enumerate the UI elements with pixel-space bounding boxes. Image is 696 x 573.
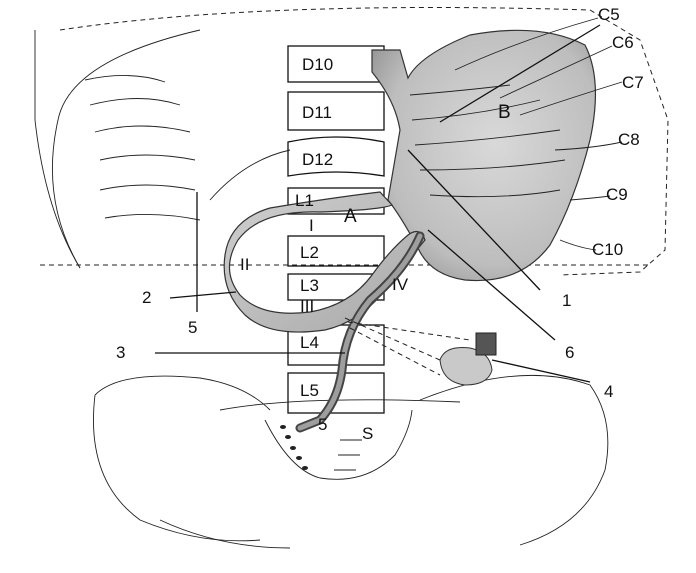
vertebra-label-l5: L5 (300, 381, 319, 400)
sacral-foramina (280, 425, 308, 470)
duodenum-part-iii: III (300, 297, 314, 316)
vertebra-label-l3: L3 (300, 276, 319, 295)
level-label-c8: C8 (618, 130, 640, 149)
small-organ (440, 333, 496, 385)
duodenum-part-ii: II (240, 255, 249, 274)
duodenum-part-iv: IV (392, 275, 409, 294)
vertebra-labels: D10 D11 D12 L1 L2 L3 L4 L5 (295, 55, 333, 400)
sacrum-level-label: 5 (318, 415, 327, 434)
stomach-level-labels: C5 C6 C7 C8 C9 C10 (592, 5, 644, 259)
level-label-c6: C6 (612, 33, 634, 52)
sacral-lines (334, 440, 362, 470)
vertebra-label-l4: L4 (300, 333, 319, 352)
level-label-c9: C9 (606, 185, 628, 204)
vertebra-label-l1: L1 (295, 191, 314, 210)
level-label-c7: C7 (622, 73, 644, 92)
vertebra-label-l2: L2 (300, 243, 319, 262)
callout-3: 3 (116, 343, 125, 362)
level-label-c5: C5 (598, 5, 620, 24)
callout-4: 4 (604, 382, 613, 401)
callout-5: 5 (188, 318, 197, 337)
sacrum-label: S (362, 424, 373, 443)
region-label-a: A (344, 206, 357, 227)
vertebra-label-d12: D12 (302, 150, 333, 169)
duodenum-part-i: I (309, 216, 314, 235)
duodenum (224, 192, 425, 332)
vertebral-column (288, 46, 384, 413)
pelvis-outline (93, 375, 607, 548)
vertebra-label-d11: D11 (302, 103, 332, 122)
callout-2: 2 (142, 288, 151, 307)
callout-1: 1 (562, 291, 571, 310)
callout-6: 6 (565, 343, 574, 362)
region-label-b: B (498, 102, 511, 123)
level-label-c10: C10 (592, 240, 623, 259)
vertebra-label-d10: D10 (302, 55, 333, 74)
